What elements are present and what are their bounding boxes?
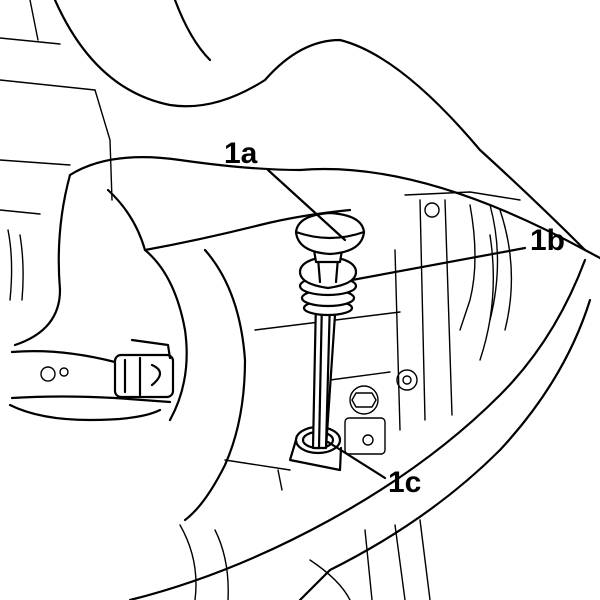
background-structure [0,0,521,600]
dipstick [294,211,366,450]
dipstick-handle [294,211,366,256]
leader-1b [350,246,527,282]
leader-1a [266,168,347,242]
leader-1c [326,440,387,480]
hose-clamp [10,338,175,404]
callout-leaders [266,168,527,480]
upper-shroud [53,0,600,260]
label-1c: 1c [388,466,421,499]
label-1a: 1a [224,137,258,170]
label-1b: 1b [530,224,565,257]
